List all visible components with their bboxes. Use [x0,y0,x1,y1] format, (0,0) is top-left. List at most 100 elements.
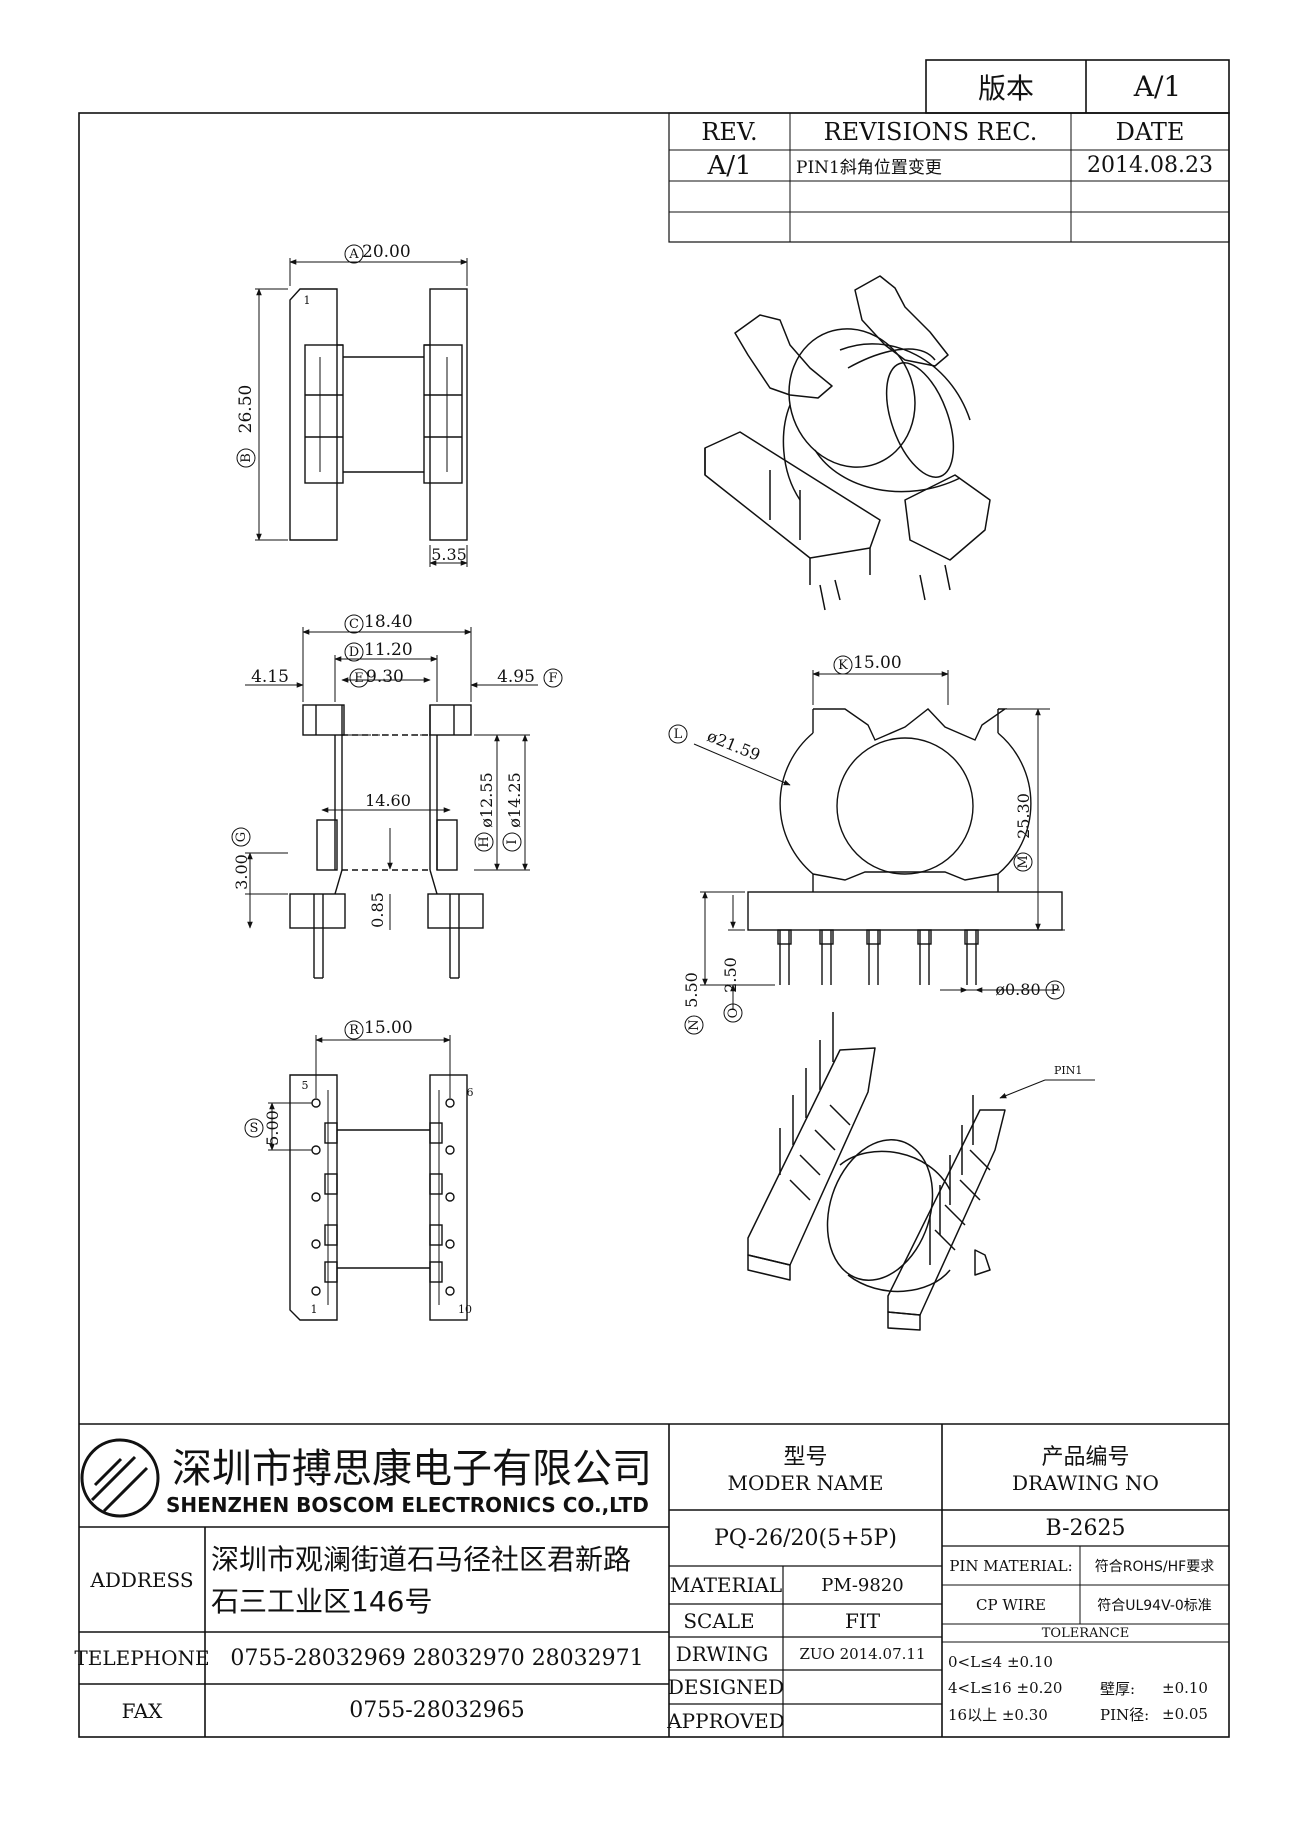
pin-number-6: 6 [466,1085,474,1099]
revision-row-rev: A/1 [707,150,752,181]
scale-label: SCALE [683,1608,755,1633]
side-section-dims [231,614,563,930]
revision-row-rec: PIN1斜角位置变更 [796,158,942,178]
pin-hole [445,1239,455,1249]
material-label: MATERIAL [669,1573,783,1597]
cp-wire-label: CP WIRE [976,1595,1046,1614]
sheet-frame [78,59,1230,1738]
dim-letter-p: P [1050,982,1060,998]
designed-label: DESIGNED [667,1675,785,1699]
tolerance-line-3: 16以上 ±0.30 [948,1705,1048,1724]
pin-hole [311,1192,321,1202]
pin-number-1: 1 [310,1302,318,1316]
company-name-cn: 深圳市搏思康电子有限公司 [172,1446,652,1492]
drawing-no-en: DRAWING NO [1012,1471,1159,1495]
tolerance-label: TOLERANCE [1041,1625,1130,1641]
model-name-en: MODER NAME [727,1471,884,1495]
drawing-no-header: 产品编号 DRAWING NO [942,1424,1229,1510]
material-value: PM-9820 [821,1574,904,1596]
dim-letter-n: N [686,1019,702,1031]
dim-p-value: ø0.80 [995,979,1041,999]
model-name-cn: 型号 [783,1445,828,1470]
version-label: 版本 [977,71,1034,105]
pin-number-5: 5 [301,1078,309,1092]
pin-material-value: 符合ROHS/HF要求 [1094,1558,1215,1575]
dim-letter-l: L [673,726,683,742]
drawing-no-value: B-2625 [1045,1515,1126,1541]
dim-letter-o: O [725,1007,741,1019]
fax-value: 0755-28032965 [349,1698,525,1723]
tolerance-line-1: 0<L≤4 ±0.10 [948,1653,1053,1671]
dim-letter-e: E [354,670,364,686]
pin-hole [445,1145,455,1155]
top-view [289,288,468,541]
tolerance-line-2: 4<L≤16 ±0.20 [948,1679,1063,1697]
drwing-value: ZUO 2014.07.11 [799,1644,926,1663]
isometric-view-top [704,275,991,611]
revisions-rec-header: REVISIONS REC. [823,117,1038,146]
pin-hole [311,1286,321,1296]
bottom-pin-dims [244,1020,451,1151]
company-name-en: SHENZHEN BOSCOM ELECTRONICS CO.,LTD [166,1493,649,1517]
dim-letter-b: B [238,453,254,463]
dim-i-value: ø14.25 [504,772,524,828]
dim-letter-a: A [349,246,359,262]
dim-letter-f: F [548,670,558,686]
dim-h-value: ø12.55 [476,772,496,828]
company-logo [80,1438,160,1518]
dim-m-value: 25.30 [1013,793,1033,839]
pin-hole [311,1239,321,1249]
pin-diameter-value: ±0.05 [1162,1705,1208,1723]
approved-label: APPROVED [667,1708,785,1733]
pin-number-10: 10 [458,1302,472,1316]
dim-b-value: 26.50 [236,384,256,434]
pin-hole [445,1098,455,1108]
pin-number-top-view: 1 [303,293,311,307]
wall-thickness-label: 壁厚: [1100,1679,1136,1698]
drwing-label: DRWING [675,1641,769,1666]
dim-letter-d: D [348,644,360,660]
version-value: A/1 [1133,70,1182,103]
telephone-label: TELEPHONE [74,1646,210,1670]
scale-value: FIT [844,1608,881,1633]
dim-c-value: 18.40 [364,612,413,632]
telephone-value: 0755-28032969 28032970 28032971 [230,1645,644,1671]
pin-diameter-label: PIN径: [1100,1705,1150,1724]
revision-row-date: 2014.08.23 [1087,153,1213,178]
side-section-view [289,704,484,979]
pin1-leader [999,1079,1095,1099]
pin-hole [311,1145,321,1155]
pin1-label: PIN1 [1054,1063,1083,1077]
address-line-2: 石三工业区146号 [211,1585,433,1618]
dim-inner-value: 14.60 [365,790,411,810]
dim-letter-k: K [838,657,848,673]
dim-g-value: 3.00 [231,854,251,890]
model-name-value: PQ-26/20(5+5P) [714,1525,897,1551]
dim-letter-m: M [1015,855,1031,869]
pin-material-label: PIN MATERIAL: [949,1556,1073,1575]
dim-n-value: 5.50 [681,972,701,1008]
dim-d-value: 11.20 [364,640,413,660]
dim-letter-c: C [349,616,359,632]
pin-hole [445,1192,455,1202]
rev-header: REV. [701,117,758,146]
top-view-dims [236,244,468,567]
dim-a-value: 20.00 [362,242,411,262]
dim-letter-g: G [233,831,249,843]
drawing-no-cn: 产品编号 [1041,1445,1130,1470]
isometric-view-bottom [747,1012,1006,1331]
model-name-header: 型号 MODER NAME [669,1424,942,1510]
dim-letter-s: S [249,1120,259,1136]
pin-hole [311,1098,321,1108]
address-label: ADDRESS [90,1567,194,1592]
dim-left-offset-value: 4.15 [251,667,289,687]
dim-letter-r: R [349,1022,359,1038]
dim-k-value: 15.00 [853,653,902,673]
front-view-dims [668,655,1065,1035]
dim-gap-value: 0.85 [367,892,387,928]
dim-b-width-value: 5.35 [431,544,467,564]
wall-thickness-value: ±0.10 [1162,1679,1208,1697]
dim-f-value: 4.95 [497,667,535,687]
dim-s-value: 5.00 [262,1110,282,1146]
